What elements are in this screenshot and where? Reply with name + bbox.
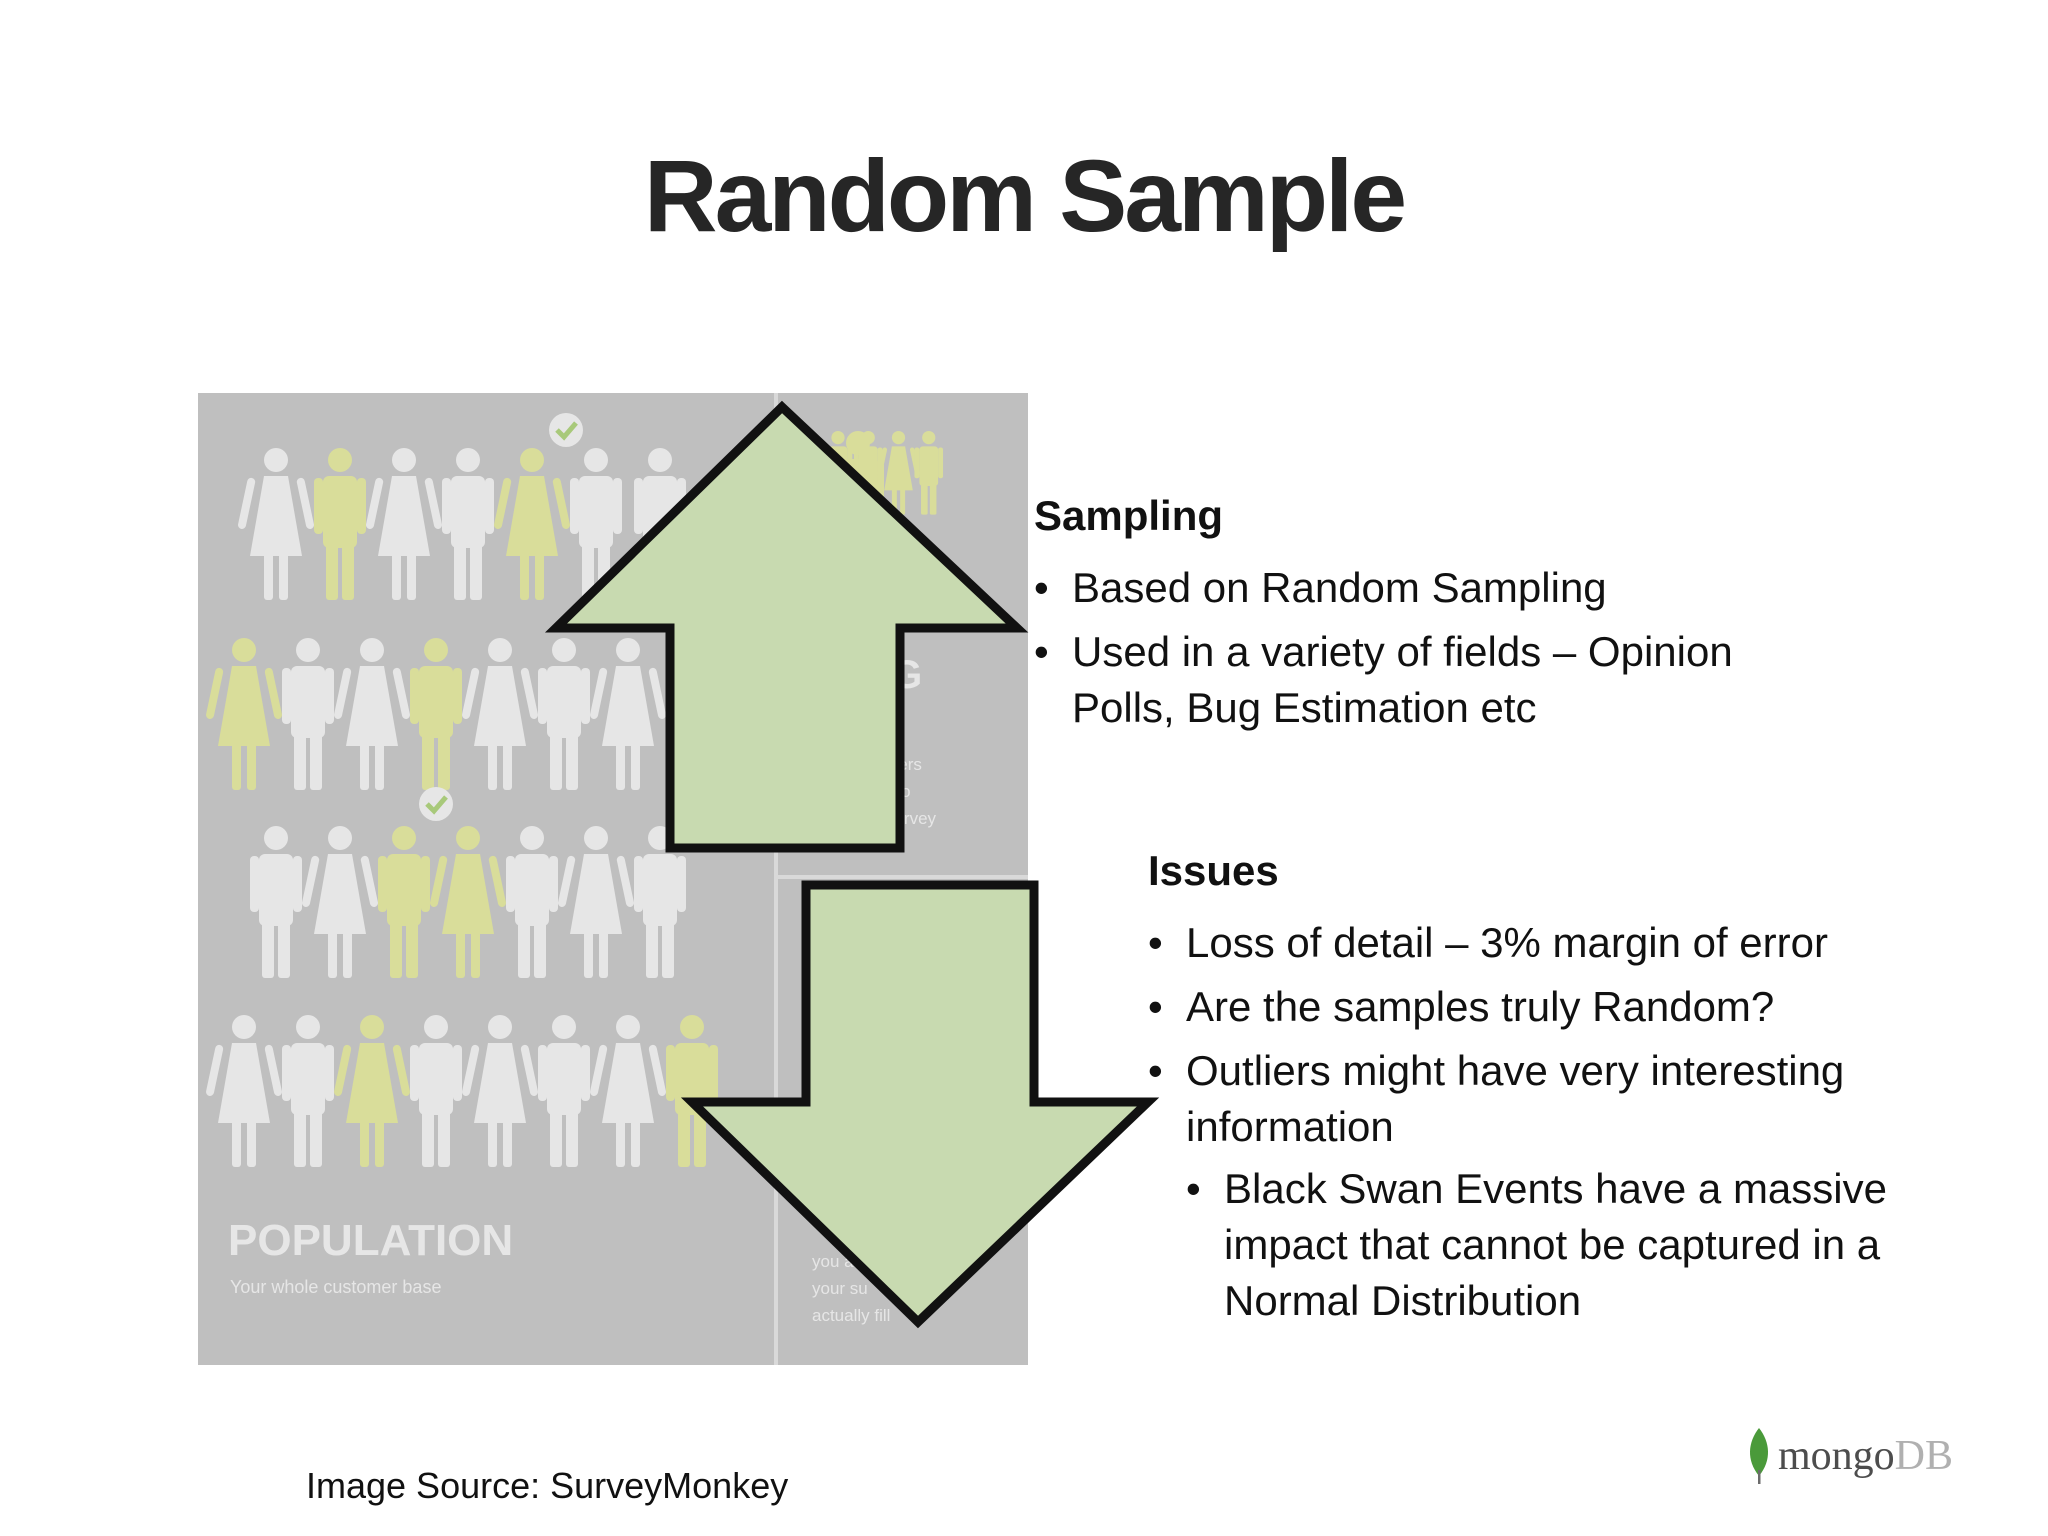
population-sub-label: Your whole customer base xyxy=(230,1277,441,1297)
bullet-item: Are the samples truly Random? xyxy=(1148,979,1968,1035)
bullet-item: Used in a variety of fields – Opinion Po… xyxy=(1034,624,1792,736)
mongodb-logo: mongoDB xyxy=(1744,1426,1974,1486)
sub-bullets: Black Swan Events have a massive impact … xyxy=(1186,1161,1968,1329)
sampling-heading: Sampling xyxy=(1034,492,1224,539)
population-label: POPULATION xyxy=(228,1216,513,1265)
bullet-item: Based on Random Sampling xyxy=(1034,560,1914,616)
frame-label-2: ME xyxy=(800,696,860,740)
lower-text-line: actually fill xyxy=(812,1306,890,1325)
bullet-item: Outliers might have very interesting inf… xyxy=(1148,1043,1968,1329)
bullet-text: Outliers might have very interesting inf… xyxy=(1186,1047,1845,1150)
check-icon xyxy=(419,787,453,821)
frame-text-line: e ability to xyxy=(834,782,911,801)
logo-brand: mongo xyxy=(1778,1433,1895,1479)
population-sampling-infographic: PLING ME f customers e ability to h your… xyxy=(198,393,1028,1365)
lower-text-line: you a xyxy=(812,1252,854,1271)
frame-text-line: h your survey xyxy=(834,809,937,828)
issues-section: Issues Loss of detail – 3% margin of err… xyxy=(1148,845,1968,1337)
issues-heading: Issues xyxy=(1148,847,1279,894)
lower-text-line: your su xyxy=(812,1279,868,1298)
logo-suffix: DB xyxy=(1894,1433,1954,1479)
issues-bullets: Loss of detail – 3% margin of error Are … xyxy=(1148,915,1968,1329)
image-source-caption: Image Source: SurveyMonkey xyxy=(306,1465,789,1506)
sampling-bullets: Based on Random Sampling Used in a varie… xyxy=(1034,560,1914,736)
leaf-icon xyxy=(1749,1428,1769,1484)
sub-bullet-item: Black Swan Events have a massive impact … xyxy=(1186,1161,1968,1329)
frame-label-1: PLING xyxy=(800,653,922,697)
bullet-item: Loss of detail – 3% margin of error xyxy=(1148,915,1968,971)
check-icon xyxy=(549,413,583,447)
slide-title: Random Sample xyxy=(643,139,1407,253)
frame-text-line: f customers xyxy=(834,755,922,774)
sampling-section: Sampling Based on Random Sampling Used i… xyxy=(1034,490,1914,744)
